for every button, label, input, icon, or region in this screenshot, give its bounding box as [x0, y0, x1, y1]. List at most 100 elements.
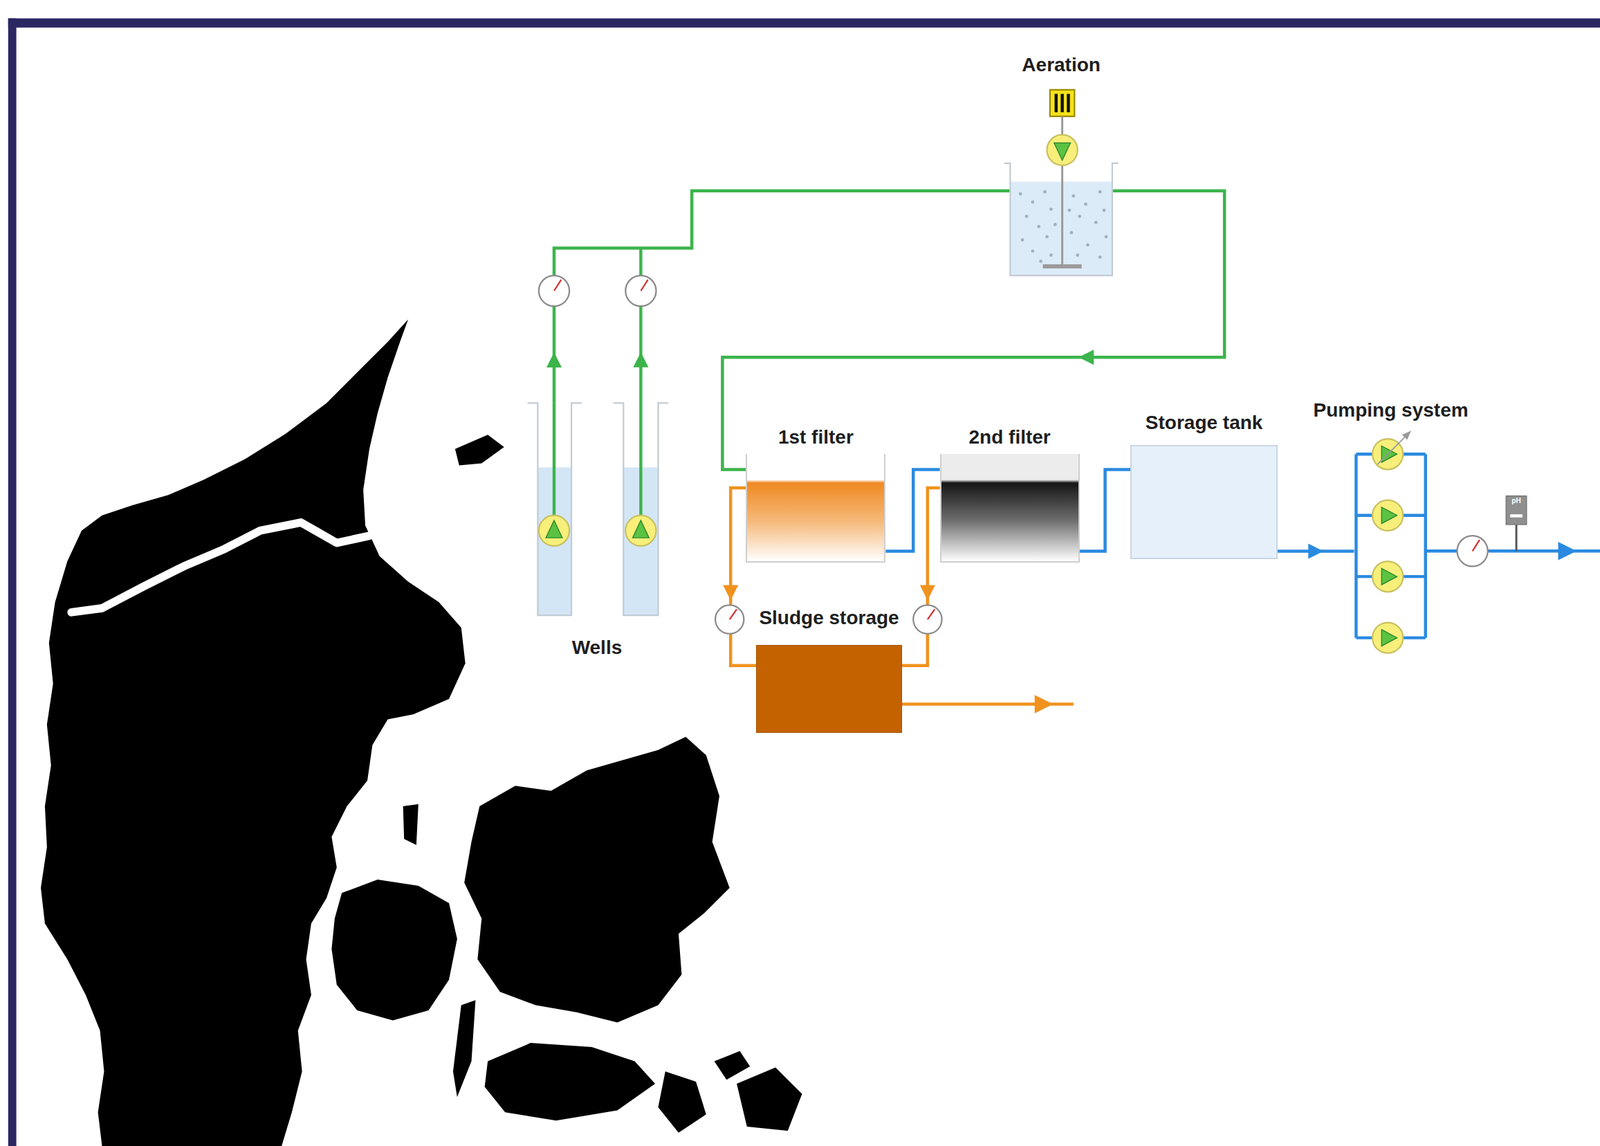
frame	[8, 18, 17, 1146]
air-bubbles	[1102, 208, 1107, 212]
arrowhead	[722, 584, 739, 600]
aeration-tank	[1061, 165, 1064, 266]
sludge-storage-box: Sludge storage	[756, 644, 903, 733]
aeration-tank	[1004, 163, 1119, 276]
air-bubbles	[1098, 190, 1102, 194]
outlet-pipe	[1425, 495, 1600, 567]
node-label: Wells	[572, 635, 623, 660]
pump-manifold	[1355, 453, 1425, 638]
pressure-gauge	[538, 275, 570, 306]
denmark-map	[71, 522, 370, 613]
flow-arrow	[632, 352, 649, 368]
blower-symbol	[1061, 116, 1064, 135]
denmark-map	[736, 1066, 802, 1130]
denmark-map	[403, 803, 419, 845]
arrowhead	[546, 352, 562, 368]
air-bubbles	[1021, 237, 1025, 242]
arrowhead	[1078, 349, 1094, 365]
arrowhead	[1308, 543, 1324, 559]
node-label: 2nd filter	[968, 425, 1051, 449]
air-bubbles	[1104, 235, 1109, 239]
air-bubbles	[1094, 220, 1098, 225]
pump-symbol	[1381, 567, 1397, 585]
air-bubbles	[1071, 194, 1075, 198]
outlet-pipe	[1472, 539, 1480, 551]
frame	[8, 18, 1600, 1146]
well-pump	[538, 515, 657, 546]
sludge-gauge	[913, 604, 942, 633]
blower-symbol	[1046, 89, 1078, 166]
air-bubbles	[1086, 243, 1090, 247]
aeration-tank	[1043, 264, 1082, 269]
node-label: Sludge storage	[758, 605, 899, 630]
pump-symbol	[1381, 507, 1397, 524]
pipe-connector	[902, 487, 941, 666]
air-bubbles	[1083, 202, 1088, 207]
air-bubbles	[1077, 214, 1082, 218]
denmark-map	[714, 1050, 751, 1080]
pressure-gauge	[538, 275, 657, 306]
outlet-pipe	[1505, 495, 1527, 525]
pressure-gauge	[640, 279, 648, 291]
pump-symbol	[1372, 622, 1403, 654]
blower-symbol	[1050, 89, 1075, 117]
arrowhead	[920, 584, 936, 600]
pressure-gauge	[554, 279, 562, 291]
sludge-outlet	[1034, 694, 1054, 714]
denmark-map	[455, 434, 505, 465]
air-bubbles	[1030, 200, 1035, 205]
denmark-map	[331, 879, 457, 1020]
node-label: Aeration	[1021, 53, 1101, 77]
air-bubbles	[1036, 224, 1041, 229]
blower-symbol	[1066, 94, 1070, 113]
air-bubbles	[1049, 253, 1053, 257]
outlet-pipe	[1456, 535, 1488, 566]
well-pipes	[552, 402, 556, 515]
well-shafts	[527, 402, 669, 615]
storage-tank-box: Storage tank	[1130, 444, 1277, 559]
denmark-map	[40, 319, 802, 1146]
node-label: Pumping system	[1313, 398, 1469, 422]
aeration-tank-box: Aeration	[1009, 163, 1113, 276]
pump-manifold	[1354, 453, 1358, 638]
blower-symbol	[1054, 142, 1071, 160]
outlet-pipe	[1510, 513, 1523, 517]
sensor-label: pH	[1505, 496, 1527, 505]
pressure-gauge	[625, 275, 656, 306]
air-bubbles	[1018, 192, 1023, 196]
node-label: Storage tank	[1145, 410, 1264, 435]
pump-symbol	[1372, 561, 1403, 592]
denmark-map	[464, 736, 730, 1023]
air-bubbles	[1038, 259, 1043, 263]
frame	[8, 18, 1600, 28]
sludge-gauge	[927, 608, 935, 620]
pump-symbol	[1377, 433, 1408, 465]
pump-symbol	[1372, 500, 1403, 531]
air-bubbles	[1025, 214, 1029, 218]
air-bubbles	[1045, 235, 1049, 239]
flow-arrow	[632, 352, 649, 368]
blower-symbol	[1060, 94, 1064, 113]
pipe-connector	[554, 190, 1010, 404]
pipe-connector	[1079, 469, 1131, 552]
pump-manifold	[1424, 453, 1428, 638]
air-bubbles	[1030, 249, 1035, 253]
air-bubbles	[1068, 208, 1072, 212]
pump-symbol	[1372, 430, 1412, 653]
pump-symbol	[1381, 445, 1397, 463]
pump-symbol	[1381, 629, 1397, 647]
sludge-gauge	[715, 604, 744, 633]
well-pump	[625, 515, 656, 546]
sludge-gauge	[729, 608, 737, 620]
outlet-pipe	[1515, 524, 1518, 551]
denmark-map	[484, 1042, 656, 1120]
blower-symbol	[1054, 94, 1058, 113]
wells-group: Wells	[525, 403, 669, 618]
air-bubbles	[1018, 190, 1109, 263]
blower-symbol	[1046, 134, 1078, 166]
well-pump	[545, 520, 563, 538]
sludge-outlet	[902, 694, 1074, 714]
well-shafts	[527, 402, 669, 615]
